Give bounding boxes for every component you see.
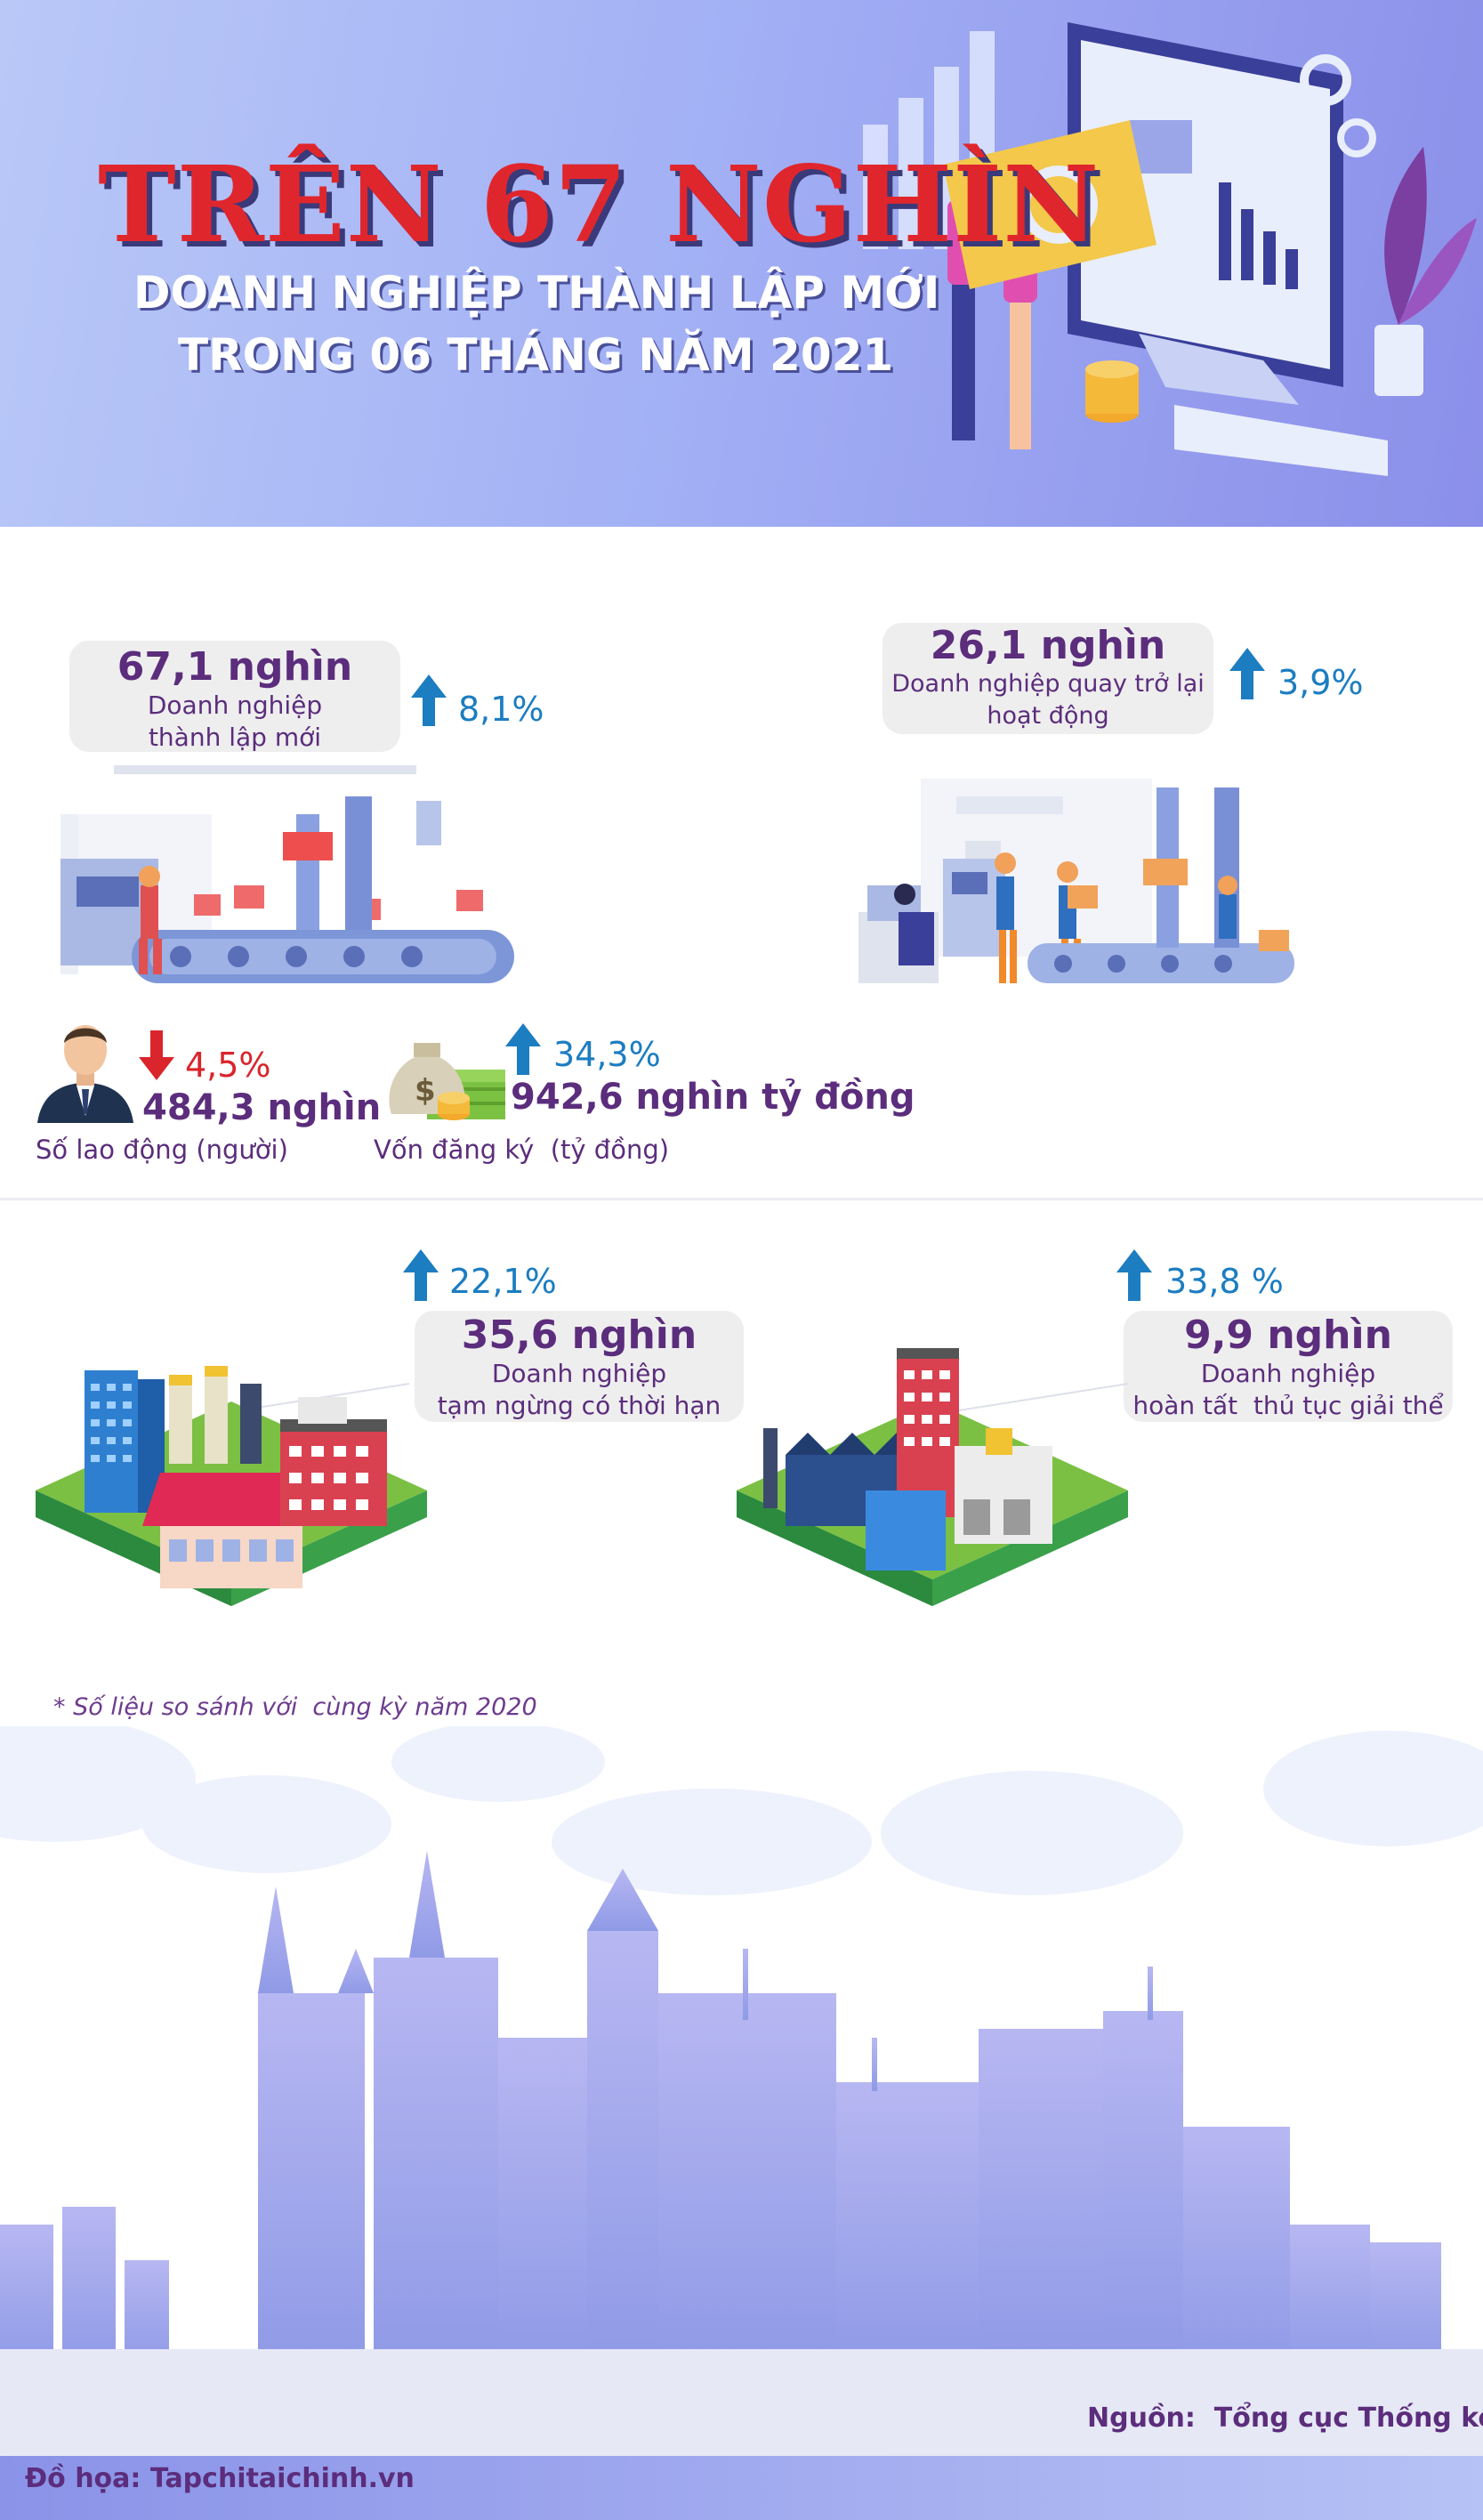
- new-firms-value: 67,1 nghìn: [117, 644, 353, 690]
- arrow-up-icon: [403, 1249, 439, 1301]
- page-title: TRÊN 67 NGHÌN: [98, 142, 1100, 266]
- subtitle-line-1: DOANH NGHIỆP THÀNH LẬP MỚI: [133, 267, 940, 319]
- suspended-value: 35,6 nghìn: [461, 1312, 697, 1358]
- subtitle-line-2: TRONG 06 THÁNG NĂM 2021: [178, 329, 894, 381]
- arrow-up-icon: [411, 674, 447, 726]
- workers-value: 484,3 nghìn: [142, 1087, 382, 1128]
- new-firms-label-1: Doanh nghiệp: [147, 691, 323, 720]
- computer-illustration: [943, 22, 1477, 476]
- new-firms-change: 8,1%: [458, 690, 544, 729]
- stat-box-dissolved: 9,9 nghìn Doanh nghiệp hoàn tất thủ tục …: [1124, 1311, 1453, 1422]
- source-label: Nguồn: Tổng cục Thống kê: [1087, 2403, 1483, 2434]
- money-bag-icon: $: [389, 1043, 505, 1120]
- dissolved-label-1: Doanh nghiệp: [1200, 1359, 1376, 1388]
- credit-label: Đồ họa: Tapchitaichinh.vn: [25, 2463, 415, 2494]
- comparison-note: * Số liệu so sánh với cùng kỳ năm 2020: [53, 1693, 537, 1721]
- dissolved-value: 9,9 nghìn: [1184, 1312, 1392, 1358]
- workers-label: Số lao động (người): [36, 1135, 288, 1165]
- returning-firms-value: 26,1 nghìn: [930, 623, 1166, 668]
- arrow-up-icon: [1116, 1249, 1152, 1301]
- section-divider: [0, 1198, 1483, 1200]
- capital-label: Vốn đăng ký (tỷ đồng): [374, 1135, 670, 1165]
- dissolved-change: 33,8 %: [1165, 1262, 1284, 1301]
- arrow-up-icon: [505, 1023, 541, 1075]
- returning-firms-label-1: Doanh nghiệp quay trở lại: [891, 670, 1205, 698]
- workers-change: 4,5%: [185, 1046, 271, 1085]
- stat-box-suspended: 35,6 nghìn Doanh nghiệp tạm ngừng có thờ…: [415, 1311, 744, 1422]
- returning-firms-label-2: hoạt động: [987, 702, 1109, 730]
- factory-district-illustration: [36, 1366, 427, 1606]
- suspended-change: 22,1%: [449, 1262, 557, 1301]
- footer-band: [0, 2456, 1483, 2520]
- worker-avatar-icon: [37, 1025, 133, 1123]
- stat-box-returning-firms: 26,1 nghìn Doanh nghiệp quay trở lại hoạ…: [883, 623, 1213, 734]
- capital-change: 34,3%: [553, 1035, 661, 1074]
- suspended-label-1: Doanh nghiệp: [491, 1359, 667, 1388]
- city-skyline-background: [0, 1726, 1483, 2456]
- dissolved-label-2: hoàn tất thủ tục giải thể: [1132, 1391, 1444, 1420]
- office-illustration: [737, 1348, 1128, 1606]
- new-firms-label-2: thành lập mới: [148, 723, 322, 752]
- stat-box-new-firms: 67,1 nghìn Doanh nghiệp thành lập mới: [69, 641, 400, 752]
- capital-value: 942,6 nghìn tỷ đồng: [511, 1077, 915, 1118]
- returning-firms-change: 3,9%: [1277, 663, 1364, 702]
- arrow-down-icon: [139, 1030, 174, 1080]
- arrow-up-icon: [1229, 648, 1265, 699]
- workshop-illustration: [858, 779, 1294, 983]
- svg-text:$: $: [415, 1073, 436, 1109]
- header-banner: TRÊN 67 NGHÌN DOANH NGHIỆP THÀNH LẬP MỚI…: [0, 0, 1483, 527]
- suspended-label-2: tạm ngừng có thời hạn: [437, 1391, 721, 1420]
- factory-illustration: [60, 765, 514, 983]
